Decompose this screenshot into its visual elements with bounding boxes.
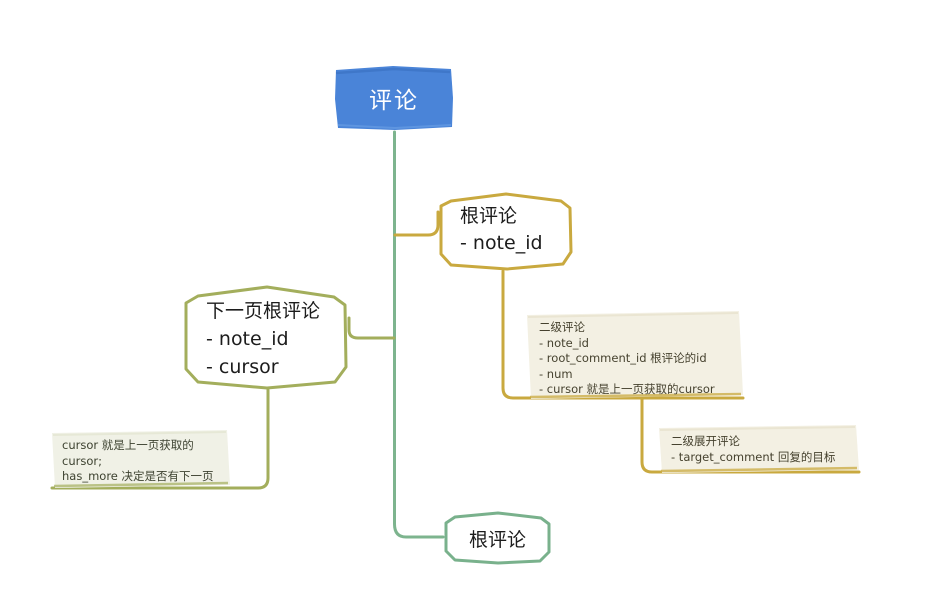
node-root-comment-bottom[interactable]: 根评论: [443, 511, 552, 565]
node-next-page-label: 下一页根评论 - note_id - cursor: [206, 300, 321, 378]
edge-root-to-trunk: [393, 130, 445, 539]
node-root-comment-bottom-shape: [444, 511, 551, 565]
note-secondary-text: 二级评论 - note_id - root_comment_id 根评论的id …: [539, 320, 715, 396]
note-cursor-background: [52, 430, 230, 488]
edge-trunk-to-gen-root: [393, 210, 440, 237]
node-next-page[interactable]: 下一页根评论 - note_id - cursor: [182, 285, 349, 390]
note-secondary-comment[interactable]: 二级评论 - note_id - root_comment_id 根评论的id …: [527, 311, 743, 399]
note-secondary-expand-text: 二级展开评论 - target_comment 回复的目标: [671, 434, 836, 464]
node-gen-root-label: 根评论 - note_id: [460, 205, 543, 254]
node-gen-root-shape: [439, 192, 573, 271]
note-cursor-explanation[interactable]: cursor 就是上一页获取的 cursor; has_more 决定是否有下一…: [52, 430, 230, 488]
node-next-page-shape: [184, 285, 348, 390]
node-root-label: 评论: [369, 88, 419, 114]
node-root-comment-title[interactable]: 评论: [333, 64, 455, 132]
node-root-comment-bottom-label: 根评论: [468, 528, 526, 551]
note-secondary-background: [527, 311, 743, 399]
note-secondary-expand[interactable]: 二级展开评论 - target_comment 回复的目标: [659, 425, 859, 473]
note-cursor-text: cursor 就是上一页获取的 cursor; has_more 决定是否有下一…: [62, 438, 214, 483]
node-gen-root[interactable]: 根评论 - note_id: [437, 192, 574, 271]
note-secondary-expand-background: [659, 425, 859, 473]
edge-trunk-to-next-page: [347, 316, 396, 340]
node-root-shape: [335, 66, 453, 130]
